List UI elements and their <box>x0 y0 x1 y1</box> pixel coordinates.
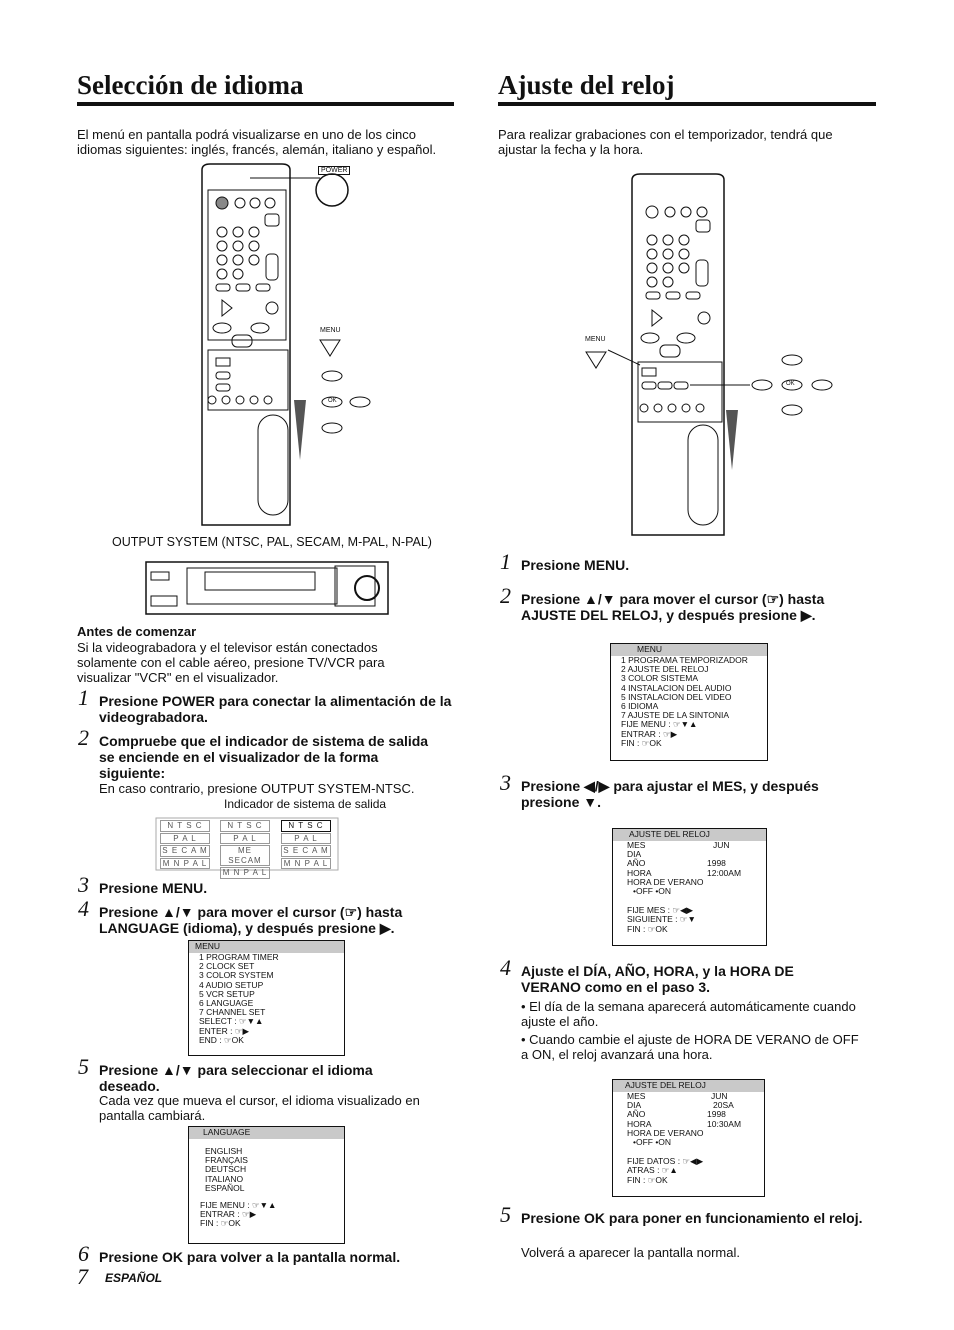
right-intro: Para realizar grabaciones con el tempori… <box>498 127 833 157</box>
step-right-5: Presione OK para poner en funcionamiento… <box>521 1210 863 1226</box>
step-left-5-sub: Cada vez que mueva el cursor, el idioma … <box>99 1093 420 1123</box>
step-right-4-bullet-1: • El día de la semana aparecerá automáti… <box>521 999 856 1029</box>
step-right-1: Presione MENU. <box>521 557 630 573</box>
step-number-left-2: 2 <box>78 725 89 750</box>
ok-button-label-left: OK <box>328 398 337 404</box>
osd-menu-spanish: MENU 1 PROGRAMA TEMPORIZADOR 2 AJUSTE DE… <box>610 643 768 761</box>
remote-illustration-left <box>201 163 371 526</box>
indicator-caption: Indicador de sistema de salida <box>224 797 387 811</box>
step-number-right-1: 1 <box>500 549 511 574</box>
power-button-label: POWER <box>318 166 351 175</box>
step-right-3: Presione ◀/▶ para ajustar el MES, y desp… <box>521 778 819 810</box>
left-title: Selección de idioma <box>77 70 304 100</box>
step-number-left-5: 5 <box>78 1054 89 1079</box>
right-title: Ajuste del reloj <box>498 70 675 100</box>
indicator-illustration <box>155 817 339 871</box>
step-number-left-4: 4 <box>78 896 89 921</box>
left-intro: El menú en pantalla podrá visualizarse e… <box>77 127 437 157</box>
step-left-6: Presione OK para volver a la pantalla no… <box>99 1249 401 1265</box>
step-left-1: Presione POWER para conectar la alimenta… <box>99 693 452 725</box>
step-right-4-bullet-2: • Cuando cambie el ajuste de HORA DE VER… <box>521 1032 859 1062</box>
step-number-left-1: 1 <box>78 685 89 710</box>
step-right-2: Presione ▲/▼ para mover el cursor (☞) ha… <box>521 591 825 623</box>
ok-button-label-right: OK <box>786 381 795 387</box>
step-number-right-3: 3 <box>500 770 511 795</box>
page-language: ESPAÑOL <box>105 1271 163 1285</box>
before-text: Si la videograbadora y el televisor está… <box>77 640 385 685</box>
output-system-label: OUTPUT SYSTEM (NTSC, PAL, SECAM, M-PAL, … <box>112 535 432 549</box>
right-title-rule <box>498 102 876 106</box>
step-left-4: Presione ▲/▼ para mover el cursor (☞) ha… <box>99 904 403 936</box>
menu-button-label-right: MENU <box>585 336 606 343</box>
step-number-right-4: 4 <box>500 955 511 980</box>
step-left-5: Presione ▲/▼ para seleccionar el idioma … <box>99 1062 373 1094</box>
menu-button-label-left: MENU <box>320 327 341 334</box>
step-left-2-sub: En caso contrario, presione OUTPUT SYSTE… <box>99 781 415 796</box>
step-number-left-6: 6 <box>78 1241 89 1266</box>
vcr-illustration <box>145 561 389 615</box>
step-left-2: Compruebe que el indicador de sistema de… <box>99 733 429 781</box>
before-heading: Antes de comenzar <box>77 624 197 639</box>
step-left-3: Presione MENU. <box>99 880 208 896</box>
osd-language-menu: LANGUAGE ENGLISH FRANÇAIS DEUTSCH ITALIA… <box>188 1126 345 1244</box>
osd-menu-english: MENU 1 PROGRAM TIMER 2 CLOCK SET 3 COLOR… <box>188 940 345 1056</box>
step-right-4: Ajuste el DÍA, AÑO, HORA, y la HORA DE V… <box>521 963 794 995</box>
step-number-right-5: 5 <box>500 1202 511 1227</box>
page-number: 7 <box>77 1264 88 1289</box>
step-number-right-2: 2 <box>500 583 511 608</box>
step-number-left-3: 3 <box>78 872 89 897</box>
left-title-rule <box>77 102 454 106</box>
remote-illustration-right <box>585 173 833 536</box>
step-right-5-sub: Volverá a aparecer la pantalla normal. <box>521 1245 740 1260</box>
